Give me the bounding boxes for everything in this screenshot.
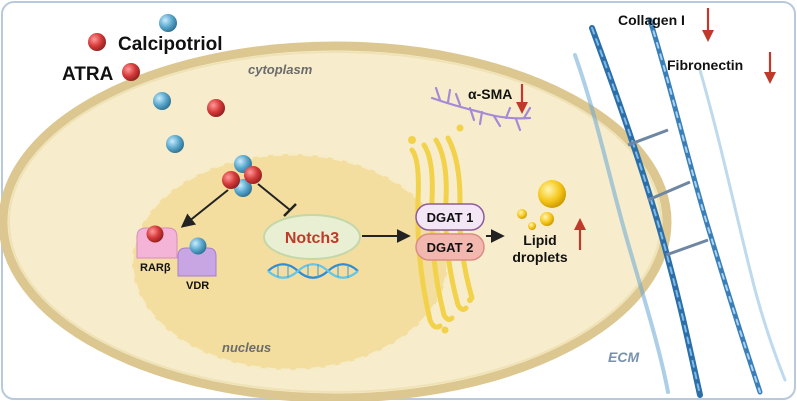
golgi-vesicles [408, 124, 473, 334]
atra-bound-molecule [146, 225, 164, 243]
actin-fiber [430, 86, 532, 132]
vdr-receptor [177, 247, 217, 277]
dna-helix [267, 263, 359, 279]
calcipotriol-bound-molecule [189, 237, 207, 255]
collagen-fiber-2 [647, 17, 763, 395]
molecule-cluster [222, 155, 262, 197]
lipid-droplet-small [528, 222, 536, 230]
fibronectin-label: Fibronectin [667, 57, 743, 73]
rarb-label: RARβ [140, 262, 171, 274]
fibronectin-crosslinks [627, 128, 709, 257]
atra-molecule [122, 63, 140, 81]
down-arrow-icon [702, 8, 714, 42]
collagen-fiber-3 [573, 53, 787, 394]
dgat2-label: DGAT 2 [427, 240, 474, 255]
inhibition-line [257, 183, 291, 211]
atra-label: ATRA [62, 64, 114, 85]
lipid-droplet-large [538, 180, 566, 208]
dgat1-box [415, 203, 485, 231]
blue-molecule [166, 135, 184, 153]
vdr-label: VDR [186, 280, 209, 292]
collagen-fiber-1 [589, 25, 703, 398]
red-molecule [207, 99, 225, 117]
notch3-node [263, 214, 361, 260]
down-arrow-icon [516, 84, 528, 114]
activation-arrow [180, 189, 229, 228]
lipid-droplets-label-line2: droplets [512, 249, 567, 265]
calcipotriol-molecule [88, 33, 106, 51]
vdr-ligand-molecule [159, 14, 177, 32]
up-arrow-icon [574, 218, 586, 250]
dgat1-label: DGAT 1 [427, 210, 474, 225]
cell-membrane-inner [8, 51, 662, 393]
calcipotriol-label: Calcipotriol [118, 34, 223, 55]
lipid-droplets-label-line1: Lipid [523, 232, 556, 248]
lipid-droplet [517, 209, 527, 219]
collagen-label: Collagen I [618, 12, 685, 28]
cytoplasm-label: cytoplasm [248, 62, 313, 77]
notch3-label: Notch3 [285, 230, 339, 247]
dgat2-box [415, 233, 485, 261]
inhibition-bar [283, 203, 297, 217]
nucleus-label: nucleus [222, 340, 271, 355]
blue-molecule [153, 92, 171, 110]
asma-label: α-SMA [468, 86, 512, 102]
down-arrow-icon [764, 52, 776, 84]
lipid-droplet [540, 212, 554, 226]
ecm-label: ECM [608, 349, 639, 365]
